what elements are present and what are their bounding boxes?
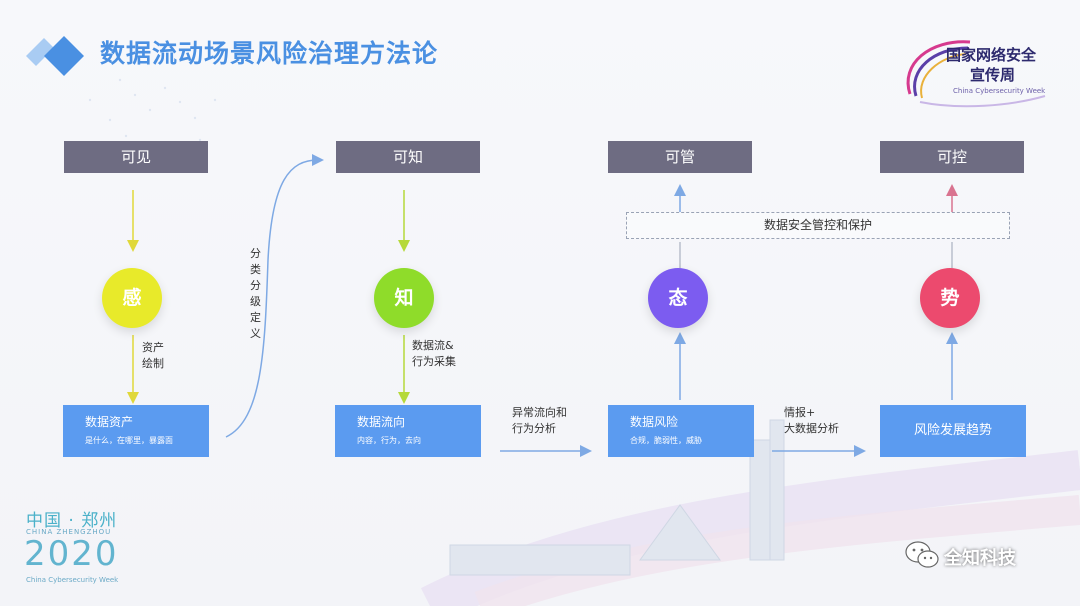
diamond-icon [26,36,84,76]
stage-visible: 可见 [64,141,208,173]
label-intel: 情报+ 大数据分析 [784,406,839,435]
box-data-flow: 数据流向 内容，行为，去向 [335,405,481,457]
event-location-english: CHINA ZHENGZHOU [26,528,112,536]
stage-knowable: 可知 [336,141,480,173]
box-data-assets-title: 数据资产 [85,415,134,429]
box-data-risk-sub: 合规，脆弱性，威胁 [630,436,702,445]
box-data-risk-title: 数据风险 [630,415,679,429]
box-data-flow-title: 数据流向 [357,415,406,429]
circle-state: 态 [648,268,708,328]
circle-potential: 势 [920,268,980,328]
event-location: 中国 · 郑州 [26,511,118,531]
box-data-flow-sub: 内容，行为，去向 [357,436,421,445]
event-year: 2020 [24,534,119,574]
label-flow-collect: 数据流& 行为采集 [412,339,456,368]
logo-subtitle: 宣传周 [970,66,1016,84]
label-anomaly: 异常流向和 行为分析 [512,406,567,435]
stage-manageable: 可管 [608,141,752,173]
wechat-icon [905,541,939,568]
security-management-band: 数据安全管控和保护 [626,212,1010,239]
label-classify: 分类分级定义 [250,247,261,340]
logo-english: China Cybersecurity Week [953,87,1046,95]
circle-sense: 感 [102,268,162,328]
box-data-assets-sub: 是什么，在哪里，暴露面 [85,436,173,445]
circle-know: 知 [374,268,434,328]
arrow-classify-curve [225,154,324,438]
label-asset-draw: 资产 绘制 [142,341,164,370]
logo-title: 国家网络安全 [946,46,1037,64]
box-risk-trend: 风险发展趋势 [880,405,1026,457]
event-english: China Cybersecurity Week [26,576,119,584]
cybersecurity-week-logo [906,40,1046,108]
box-data-risk: 数据风险 合规，脆弱性，威胁 [608,405,754,457]
box-data-assets: 数据资产 是什么，在哪里，暴露面 [63,405,209,457]
page-title: 数据流动场景风险治理方法论 [100,39,439,68]
stage-controllable: 可控 [880,141,1024,173]
watermark-text: 全知科技 [944,548,1016,569]
